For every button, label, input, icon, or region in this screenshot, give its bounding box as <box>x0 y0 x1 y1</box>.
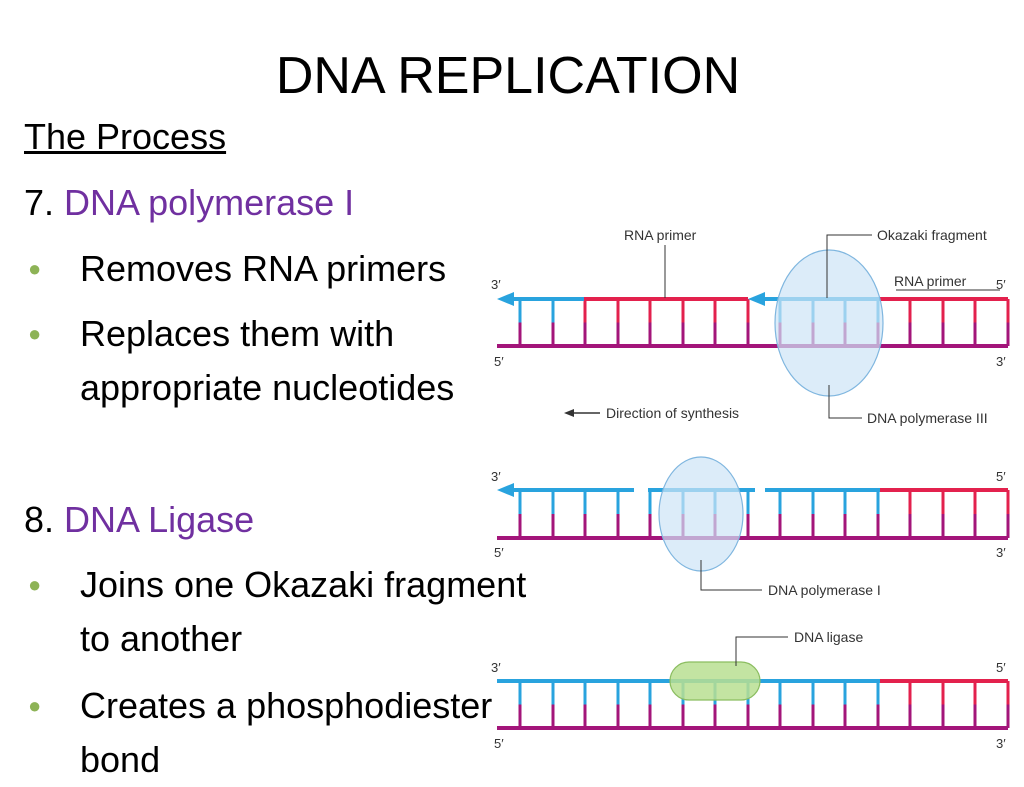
dna-ligase-shape <box>669 661 761 701</box>
step-8-bullet-2-text: Creates a phosphodiester bond <box>80 685 493 780</box>
panel-2-end-bottom-left: 5′ <box>494 545 504 560</box>
step-7-bullet-1: ● Removes RNA primers <box>24 242 544 296</box>
panel-1-arrow-mid-icon <box>748 292 765 306</box>
bullet-dot-icon: ● <box>28 693 42 718</box>
step-7-heading: 7. DNA polymerase I <box>24 180 354 226</box>
dna-polymerase-iii-shape <box>774 249 884 397</box>
panel-3-end-top-right: 5′ <box>996 660 1006 675</box>
bullet-dot-icon: ● <box>28 256 42 281</box>
step-7-bullet-1-text: Removes RNA primers <box>80 248 447 289</box>
panel-2: DNA polymerase I 3′ 5′ 5′ 3′ <box>491 456 1010 598</box>
bullet-dot-icon: ● <box>28 572 42 597</box>
panel-1-rna-primer-label: RNA primer <box>624 227 697 243</box>
step-8-bullet-2: ● Creates a phosphodiester bond <box>24 679 544 787</box>
subtitle: The Process <box>24 116 227 157</box>
panel-3: DNA ligase 3′ 5′ 5′ 3′ <box>491 629 1010 751</box>
step-8-number: 8. <box>24 499 55 540</box>
panel-1-polymerase-leader <box>828 385 862 419</box>
panel-1-okazaki-leader <box>826 234 872 298</box>
panel-2-arrow-left-icon <box>497 483 514 497</box>
replication-diagram: RNA primer Okazaki fragment RNA primer D… <box>491 227 1010 751</box>
panel-1-end-bottom-left: 5′ <box>494 354 504 369</box>
panel-3-ligase-label: DNA ligase <box>794 629 863 645</box>
step-7-bullet-2: ● Replaces them with appropriate nucleot… <box>24 307 544 415</box>
step-8-enzyme: DNA Ligase <box>64 499 255 540</box>
panel-2-polymerase-leader <box>700 560 762 591</box>
step-7-number: 7. <box>24 182 55 223</box>
panel-3-end-bottom-right: 3′ <box>996 736 1006 751</box>
panel-1-arrow-left-icon <box>497 292 514 306</box>
panel-3-end-bottom-left: 5′ <box>494 736 504 751</box>
panel-2-end-top-left: 3′ <box>491 469 501 484</box>
panel-2-polymerase-label: DNA polymerase I <box>768 582 881 598</box>
panel-1-end-bottom-right: 3′ <box>996 354 1006 369</box>
step-8-bullet-1-text: Joins one Okazaki fragment to another <box>80 564 527 659</box>
panel-1-polymerase-label: DNA polymerase III <box>867 410 988 426</box>
panel-1-direction-label: Direction of synthesis <box>606 405 739 421</box>
panel-1-rna-primer-right-label: RNA primer <box>894 273 967 289</box>
panel-2-end-top-right: 5′ <box>996 469 1006 484</box>
panel-1-end-top-right: 5′ <box>996 277 1006 292</box>
panel-1: RNA primer Okazaki fragment RNA primer D… <box>491 227 1010 426</box>
step-8-bullet-1: ● Joins one Okazaki fragment to another <box>24 558 544 666</box>
panel-2-end-bottom-right: 3′ <box>996 545 1006 560</box>
step-8-heading: 8. DNA Ligase <box>24 497 254 543</box>
panel-1-okazaki-label: Okazaki fragment <box>877 227 987 243</box>
bullet-dot-icon: ● <box>28 321 42 346</box>
step-7-enzyme: DNA polymerase I <box>64 182 355 223</box>
panel-3-end-top-left: 3′ <box>491 660 501 675</box>
panel-1-rungs <box>518 299 1010 346</box>
panel-3-rungs <box>518 681 1010 728</box>
panel-3-ligase-leader <box>735 636 788 666</box>
panel-2-rungs <box>518 490 1010 538</box>
step-7-bullet-2-text: Replaces them with appropriate nucleotid… <box>80 313 455 408</box>
dna-polymerase-i-shape <box>658 456 744 572</box>
direction-arrowhead-icon <box>564 409 574 417</box>
slide-title: DNA REPLICATION <box>275 47 741 105</box>
panel-1-end-top-left: 3′ <box>491 277 501 292</box>
